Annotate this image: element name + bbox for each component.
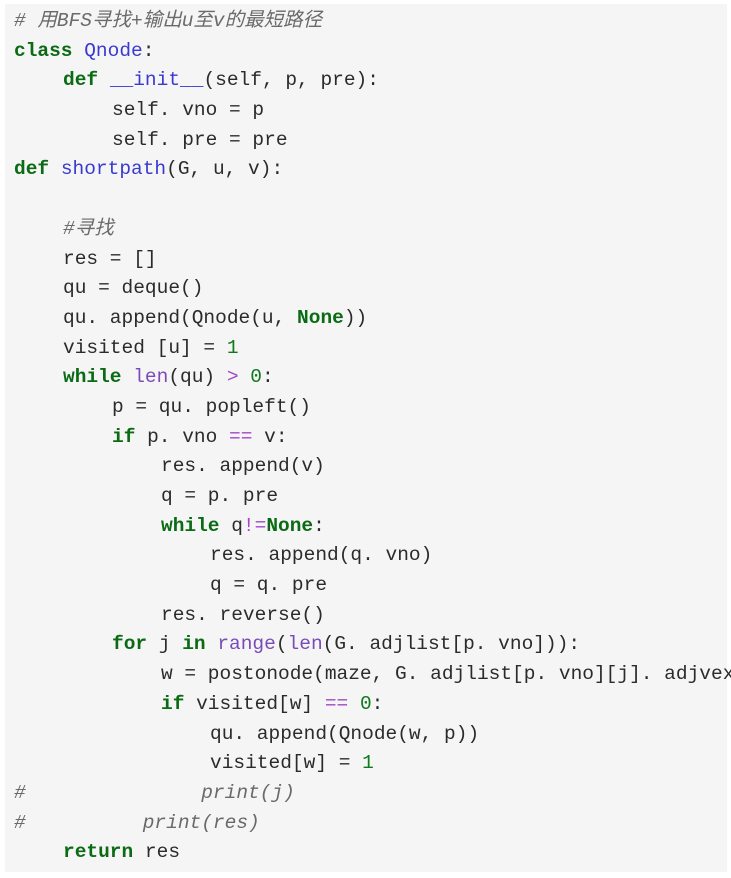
code-token: res. reverse() [161, 603, 325, 626]
code-line: qu. append(Qnode(u, None)) [14, 304, 727, 334]
code-token: w = postonode(maze, G. adjlist[p. vno][j… [161, 663, 731, 686]
code-line: res. append(v) [14, 452, 727, 482]
code-token: : [261, 366, 274, 389]
code-token: > [226, 366, 239, 389]
code-token: def [63, 69, 99, 92]
code-line: qu. append(Qnode(w, p)) [14, 720, 727, 750]
code-line [14, 185, 727, 215]
code-token: range [217, 633, 276, 656]
code-token: self. vno = p [112, 99, 265, 122]
code-token: None [266, 514, 314, 537]
code-line: q = p. pre [14, 482, 727, 512]
code-line: if visited[w] == 0: [14, 690, 727, 720]
code-token: != [242, 514, 267, 537]
code-line: def __init__(self, p, pre): [14, 66, 727, 96]
code-token: def [14, 158, 50, 181]
code-token [98, 69, 110, 91]
code-line: res = [] [14, 245, 727, 275]
code-line: self. vno = p [14, 96, 727, 126]
code-token: self. pre = pre [112, 128, 288, 151]
code-token: __init__ [109, 69, 204, 92]
code-line: # 用BFS寻找+输出u至v的最短路径 [14, 7, 727, 37]
code-line: while len(qu) > 0: [14, 363, 727, 393]
code-line: self. pre = pre [14, 126, 727, 156]
code-token: == [229, 425, 253, 448]
code-token: res = [] [63, 247, 157, 270]
code-token: visited[w] = [210, 752, 363, 775]
code-token: q = q. pre [210, 574, 328, 597]
code-token: # print(j) [14, 781, 295, 804]
code-line: # print(res) [14, 809, 727, 839]
code-token [49, 158, 61, 180]
code-token: visited[w] [184, 692, 325, 715]
code-token [73, 40, 85, 62]
code-token [122, 366, 134, 388]
code-line: # print(j) [14, 779, 727, 809]
code-token: 1 [362, 752, 374, 775]
code-line: qu = deque() [14, 274, 727, 304]
code-line: res. append(q. vno) [14, 541, 727, 571]
code-token: qu. append(Qnode(u, [63, 306, 298, 329]
code-token: qu. append(Qnode(w, p)) [210, 722, 480, 745]
code-token: p = qu. popleft() [112, 395, 311, 418]
code-token: ( [275, 633, 288, 656]
code-token: visited [u] = [63, 336, 227, 359]
code-token: qu = deque() [63, 277, 204, 300]
code-token [239, 366, 251, 388]
code-token: )) [343, 306, 368, 329]
code-token: (qu) [168, 366, 227, 389]
code-line: q = q. pre [14, 571, 727, 601]
code-line: visited[w] = 1 [14, 749, 727, 779]
code-token: q = p. pre [161, 485, 279, 507]
code-token: == [324, 692, 349, 715]
code-line: visited [u] = 1 [14, 334, 727, 364]
code-token: res. append(q. vno) [210, 544, 433, 567]
code-line: if p. vno == v: [14, 423, 727, 453]
code-token: # print(res) [14, 811, 260, 834]
code-token: len [287, 633, 323, 656]
code-token: (G. adjlist[p. vno])): [322, 633, 581, 656]
code-token: j [147, 633, 183, 656]
code-line: #寻找 [14, 215, 727, 245]
code-token: Qnode [84, 39, 143, 62]
code-line: res. reverse() [14, 601, 727, 631]
code-token: while [63, 366, 122, 389]
code-token: None [297, 306, 344, 329]
code-token: class [14, 39, 73, 62]
code-token: q [219, 514, 243, 537]
code-line: return res [14, 838, 727, 868]
code-token: for [112, 633, 148, 656]
code-token: res [133, 841, 181, 864]
code-line: for j in range(len(G. adjlist[p. vno])): [14, 630, 727, 660]
code-token: while [161, 514, 220, 537]
code-line: class Qnode: [14, 37, 727, 67]
code-line: w = postonode(maze, G. adjlist[p. vno][j… [14, 660, 731, 690]
code-line: p = qu. popleft() [14, 393, 727, 423]
code-line: while q!=None: [14, 512, 727, 542]
code-token: len [133, 366, 169, 389]
code-token: #寻找 [63, 217, 114, 240]
code-line: def shortpath(G, u, v): [14, 155, 727, 185]
code-token: (self, p, pre): [203, 69, 379, 92]
code-token: 0 [359, 692, 372, 715]
code-token: return [63, 841, 134, 864]
code-token: (G, u, v): [166, 158, 284, 181]
code-token: p. vno [135, 425, 230, 448]
code-token: : [142, 39, 155, 62]
code-token: 1 [226, 336, 239, 359]
code-token: # 用BFS寻找+输出u至v的最短路径 [14, 10, 323, 32]
code-token: 0 [250, 366, 262, 389]
code-token [206, 633, 218, 655]
code-token: : [313, 514, 325, 537]
code-token: res. append(v) [161, 455, 325, 478]
code-token: v: [252, 425, 288, 448]
code-token: : [371, 692, 384, 715]
code-token [348, 693, 360, 715]
code-token: if [112, 425, 136, 448]
code-token: if [161, 692, 185, 715]
code-token: in [182, 633, 206, 656]
code-token: shortpath [60, 158, 167, 181]
